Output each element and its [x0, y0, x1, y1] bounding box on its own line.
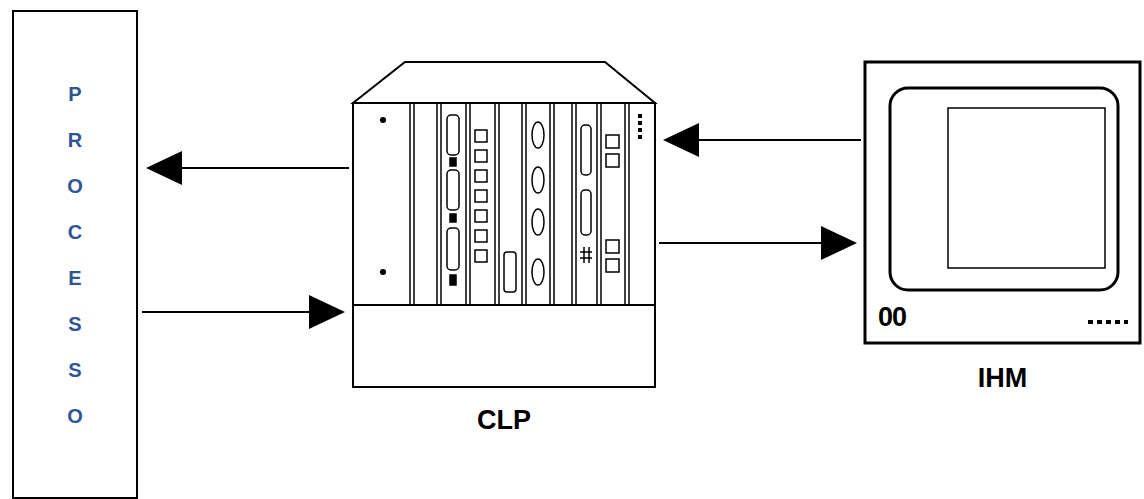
arrow-line: [181, 167, 349, 169]
vertical-node-label: PROCESSO: [65, 71, 85, 439]
terminal-squares: [475, 130, 487, 262]
hmi-monitor: [865, 62, 1140, 343]
arrow-head: [309, 295, 345, 329]
arrow-head: [146, 151, 182, 185]
signal-arrow: [659, 226, 857, 260]
rack-body: [353, 103, 655, 387]
signal-arrow: [663, 123, 861, 157]
module-lines: [410, 103, 629, 305]
signal-arrow: [146, 151, 349, 185]
node-label: IHM: [865, 363, 1140, 394]
status-leds: [638, 114, 642, 139]
knob-label: 00: [878, 302, 906, 333]
monitor-dots: [1088, 320, 1128, 324]
arrow-line: [659, 242, 822, 244]
rack-divider: [353, 304, 655, 306]
arrow-head: [663, 123, 699, 157]
module-socket: [504, 252, 516, 292]
rack-top: [353, 62, 655, 103]
node-label: CLP: [353, 405, 655, 436]
monitor-screen: [948, 108, 1105, 268]
process-box: PROCESSO: [12, 10, 138, 499]
cpu-ports: [580, 125, 619, 272]
arrow-head: [821, 226, 857, 260]
plc-rack-node: CLP: [353, 62, 655, 387]
rack-screws: [380, 117, 386, 275]
signal-arrow: [142, 295, 345, 329]
monitor-case: [865, 62, 1140, 343]
connectors-sub-d: [447, 115, 459, 285]
monitor-bezel: [890, 88, 1118, 290]
hmi-node: IHM: [865, 62, 1140, 343]
arrow-line: [142, 311, 310, 313]
module-ovals: [532, 122, 544, 285]
plc-rack: [353, 62, 655, 387]
arrow-line: [698, 139, 861, 141]
